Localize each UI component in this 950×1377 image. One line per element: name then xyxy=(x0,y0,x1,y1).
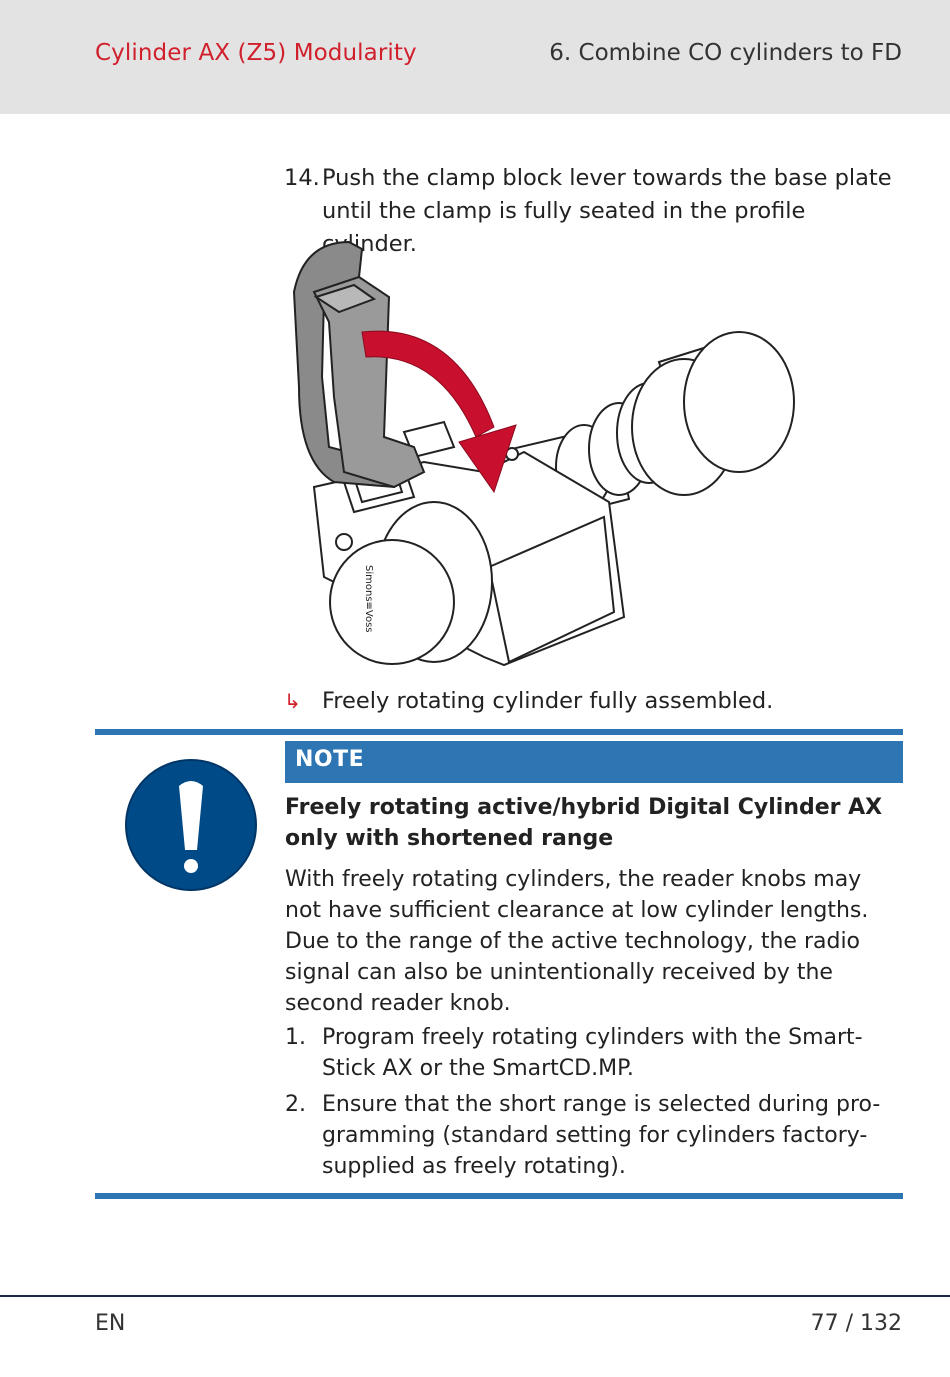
result-text: Freely rotating cylinder fully assembled… xyxy=(322,688,774,714)
list-item-number: 2. xyxy=(285,1092,306,1117)
section-title: 6. Combine CO cylinders to FD xyxy=(549,40,902,66)
note-label-bar: NOTE xyxy=(285,741,903,783)
note-top-rule xyxy=(95,729,903,735)
list-item-text: Ensure that the short range is selected … xyxy=(322,1092,881,1179)
result-arrow-icon: ↳ xyxy=(284,689,301,713)
page-header: Cylinder AX (Z5) Modularity 6. Combine C… xyxy=(0,0,950,114)
page-number: 77 / 132 xyxy=(810,1311,902,1336)
note-bottom-rule xyxy=(95,1193,903,1199)
left-reader-knob: Simons≡Voss xyxy=(329,501,493,665)
push-direction-arrow xyxy=(361,330,517,494)
note-body: With freely rotating cylinders, the read… xyxy=(285,867,869,1016)
exclamation-icon xyxy=(125,759,257,891)
list-item: 1. Program freely rotating cylinders wit… xyxy=(285,1022,903,1084)
list-item-text: Program freely rotating cylinders with t… xyxy=(322,1025,863,1081)
clamp-block-lever xyxy=(292,240,426,489)
assembly-illustration: Simons≡Voss xyxy=(292,240,795,667)
document-title: Cylinder AX (Z5) Modularity xyxy=(95,40,417,66)
right-reader-knob xyxy=(631,331,795,496)
footer-divider xyxy=(0,1295,950,1297)
note-title: Freely rotating active/hybrid Digital Cy… xyxy=(285,795,883,851)
list-item: 2. Ensure that the short range is select… xyxy=(285,1089,903,1182)
footer-language: EN xyxy=(95,1311,126,1336)
list-item-number: 1. xyxy=(285,1025,306,1050)
knob-brand-label: Simons≡Voss xyxy=(363,565,374,633)
note-label: NOTE xyxy=(295,747,365,772)
step-number: 14. xyxy=(284,165,320,191)
note-steps-list: 1. Program freely rotating cylinders wit… xyxy=(285,1022,903,1187)
step-text: Push the clamp block lever towards the b… xyxy=(322,165,892,257)
